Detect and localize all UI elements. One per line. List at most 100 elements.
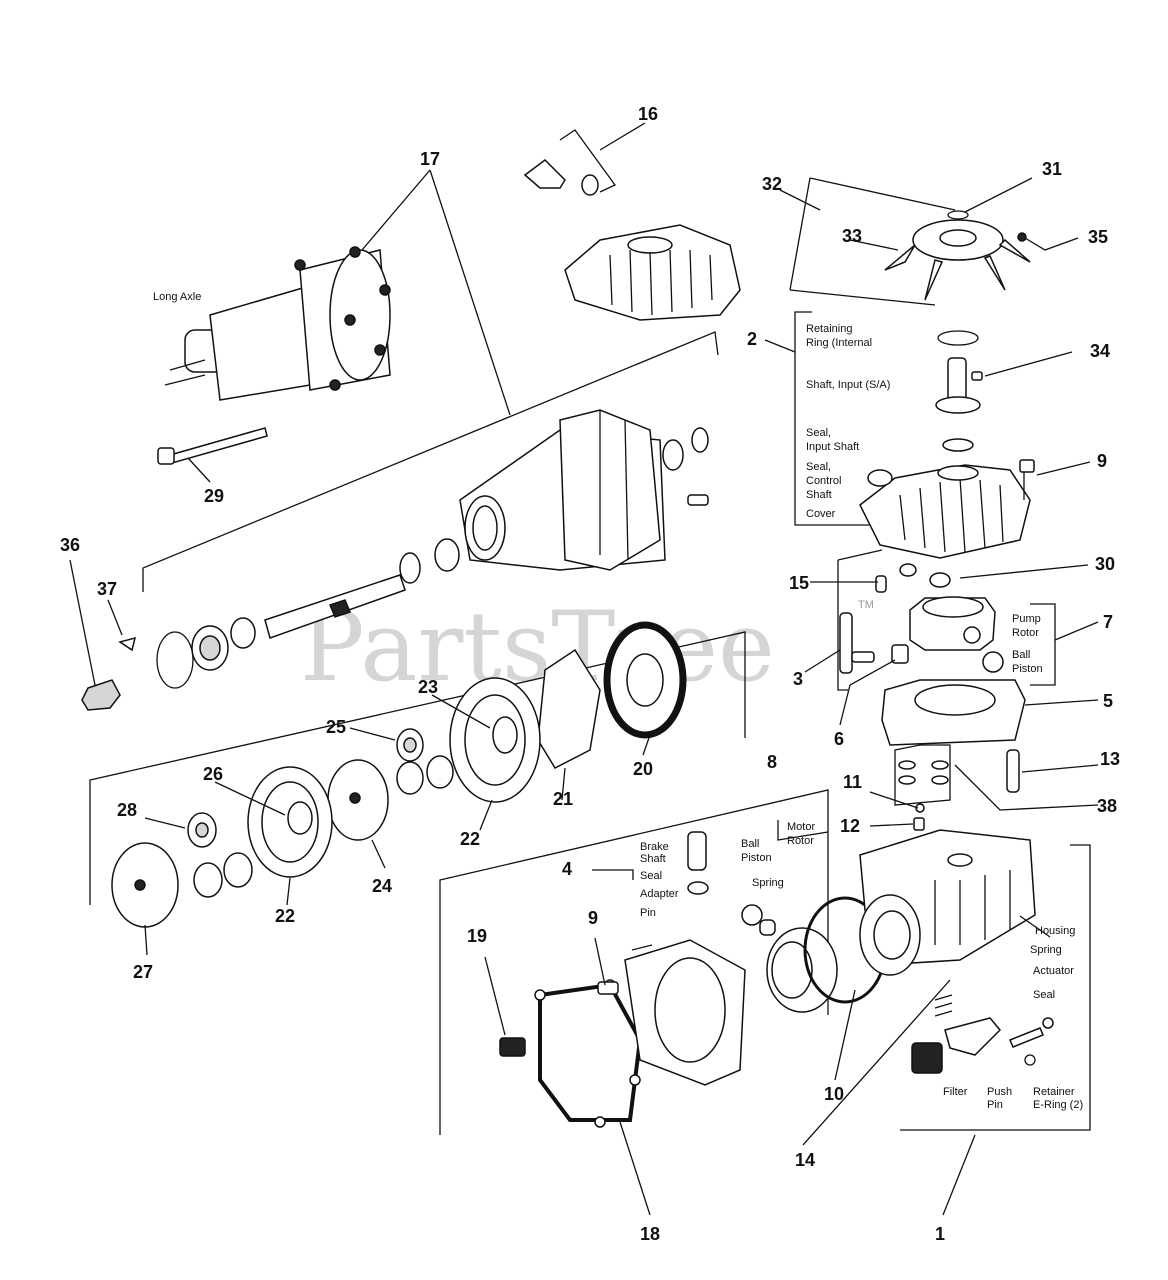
- callout-12: 12: [840, 816, 860, 836]
- motor-rotor[interactable]: [741, 904, 838, 1013]
- label-pin: Pin: [640, 907, 656, 919]
- callout-25: 25: [326, 717, 346, 737]
- snap-ring-31[interactable]: [947, 210, 969, 220]
- callout-38: 38: [1097, 796, 1117, 816]
- push-pin-h[interactable]: [1009, 1027, 1044, 1048]
- filter-19[interactable]: [499, 1037, 526, 1057]
- watermark: PartsTree: [300, 591, 775, 703]
- pin-3[interactable]: [839, 612, 853, 674]
- bolt-9-lower[interactable]: [597, 981, 619, 995]
- callout-14: 14: [795, 1150, 815, 1170]
- rear-axle-group-frame: [142, 331, 719, 592]
- bolt-9-upper[interactable]: [1019, 459, 1035, 500]
- brake-puck-pair[interactable]: [396, 755, 454, 795]
- axle-housing[interactable]: [459, 409, 666, 571]
- seal-input-shaft[interactable]: [942, 438, 974, 452]
- bolt-29[interactable]: [157, 427, 268, 465]
- check-valves-38[interactable]: [894, 744, 951, 806]
- dowel-pin[interactable]: [687, 494, 709, 506]
- label-retaining-ring-2: Ring (Internal: [806, 337, 872, 349]
- cover-upper[interactable]: [564, 224, 741, 321]
- callout-1: 1: [935, 1224, 945, 1244]
- pump-rotor[interactable]: [909, 596, 1004, 673]
- screw-35[interactable]: [1017, 232, 1027, 242]
- retaining-ring-internal[interactable]: [937, 330, 979, 346]
- callout-11: 11: [843, 772, 862, 792]
- label-shaft-input: Shaft, Input (S/A): [806, 379, 890, 391]
- label-ball-piston-m2: Piston: [741, 852, 772, 864]
- callout-37: 37: [97, 579, 117, 599]
- brake-puck-pair-lower[interactable]: [193, 852, 253, 898]
- pin-15[interactable]: [875, 575, 887, 593]
- fitting-bracket: [559, 129, 616, 193]
- pin-13[interactable]: [1006, 749, 1020, 793]
- gasket-18[interactable]: [534, 979, 643, 1128]
- label-cover: Cover: [806, 508, 836, 520]
- center-section-5[interactable]: [881, 679, 1026, 746]
- snap-ring-large[interactable]: [156, 631, 194, 689]
- label-pump-rotor-2: Rotor: [1012, 627, 1039, 639]
- key-34[interactable]: [971, 371, 983, 381]
- label-retainer-1: Retainer: [1033, 1086, 1075, 1098]
- spring-h[interactable]: [934, 994, 953, 1017]
- label-spring-h: Spring: [1030, 944, 1062, 956]
- callout-13: 13: [1100, 749, 1120, 769]
- key-37[interactable]: [118, 636, 137, 652]
- callout-32: 32: [762, 174, 782, 194]
- axle-shaft[interactable]: [264, 538, 460, 639]
- e-ring-h[interactable]: [1024, 1054, 1036, 1066]
- label-seal-control-2: Control: [806, 475, 841, 487]
- fan-33[interactable]: [884, 219, 1031, 301]
- label-push-pin-2: Pin: [987, 1099, 1003, 1111]
- castle-nut-36[interactable]: [81, 679, 121, 711]
- fan-group-frame: [789, 177, 956, 306]
- label-retainer-2: E-Ring (2): [1033, 1099, 1083, 1111]
- label-brake-shaft-1: Brake: [640, 841, 669, 853]
- brake-housing-22[interactable]: [247, 766, 333, 878]
- brake-puck-28[interactable]: [187, 812, 217, 848]
- cover[interactable]: [859, 464, 1031, 559]
- callout-24: 24: [372, 876, 392, 896]
- callout-9-upper: 9: [1097, 451, 1107, 471]
- bearing[interactable]: [191, 617, 256, 671]
- callout-17: 17: [420, 149, 440, 169]
- label-ball-piston-r1: Ball: [1012, 649, 1030, 661]
- inner-plate-24[interactable]: [327, 759, 389, 841]
- brake-shaft[interactable]: [687, 831, 709, 895]
- filter-h[interactable]: [911, 1042, 943, 1074]
- label-housing: Housing: [1035, 925, 1075, 937]
- housing[interactable]: [859, 829, 1036, 976]
- callout-33: 33: [842, 226, 862, 246]
- callout-22-lower: 22: [275, 906, 295, 926]
- elbow-fitting-16[interactable]: [523, 159, 599, 196]
- callout-34: 34: [1090, 341, 1110, 361]
- label-motor-rotor-2: Rotor: [787, 835, 814, 847]
- callout-5: 5: [1103, 691, 1113, 711]
- pin-adapter[interactable]: [631, 944, 653, 951]
- outer-plate-27[interactable]: [111, 842, 179, 928]
- label-adapter: Adapter: [640, 888, 679, 900]
- label-push-pin-1: Push: [987, 1086, 1012, 1098]
- washer-30[interactable]: [899, 563, 951, 588]
- input-shaft[interactable]: [935, 357, 981, 414]
- pin-6[interactable]: [851, 644, 909, 664]
- spring-12[interactable]: [913, 817, 925, 831]
- brake-puck-25[interactable]: [396, 728, 424, 762]
- housing-group-frame: [900, 844, 1091, 1131]
- callout-35: 35: [1088, 227, 1108, 247]
- long-axle-assembly[interactable]: [164, 246, 391, 401]
- leader-lines: [69, 122, 1099, 1216]
- brake-housing-23[interactable]: [449, 677, 541, 803]
- callout-16: 16: [638, 104, 658, 124]
- actuator-h[interactable]: [944, 1017, 1002, 1056]
- callout-21: 21: [553, 789, 573, 809]
- o-ring-small[interactable]: [662, 427, 709, 471]
- callout-28: 28: [117, 800, 137, 820]
- label-seal-control-1: Seal,: [806, 461, 831, 473]
- callout-10: 10: [824, 1084, 844, 1104]
- seal-control-shaft[interactable]: [867, 469, 893, 487]
- seal-h[interactable]: [1042, 1017, 1054, 1029]
- cover-group-bracket: [794, 311, 885, 526]
- brake-disc-20[interactable]: [603, 621, 687, 739]
- end-cap[interactable]: [624, 939, 746, 1086]
